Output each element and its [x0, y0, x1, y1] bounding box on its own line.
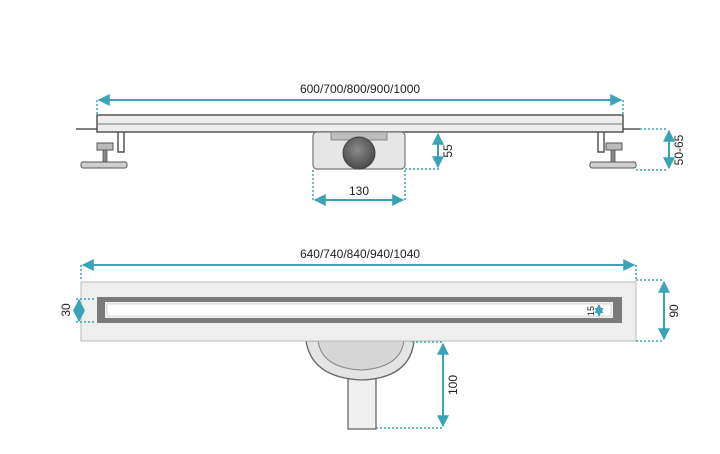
depth-label: 30 — [59, 303, 73, 317]
width-label: 90 — [667, 304, 681, 318]
foot-height-label: 50-65 — [672, 134, 686, 165]
outlet-height-label: 55 — [441, 144, 455, 158]
left-foot-bracket — [80, 132, 128, 169]
grate-insert — [106, 303, 612, 317]
pipe-height-label: 100 — [446, 375, 460, 395]
side-view: 600/700/800/900/1000 130 55 50-65 — [76, 82, 686, 206]
length-label: 600/700/800/900/1000 — [300, 82, 420, 96]
top-down-view: 640/740/840/940/1040 30 15 90 100 — [59, 247, 681, 430]
outlet-hole — [342, 136, 376, 170]
right-foot-bracket — [589, 132, 637, 169]
plate-length-label: 640/740/840/940/1040 — [300, 247, 420, 261]
slot-label: 15 — [586, 306, 596, 316]
outlet-bowl-inner — [317, 340, 405, 371]
outlet-width-label: 130 — [349, 184, 369, 198]
